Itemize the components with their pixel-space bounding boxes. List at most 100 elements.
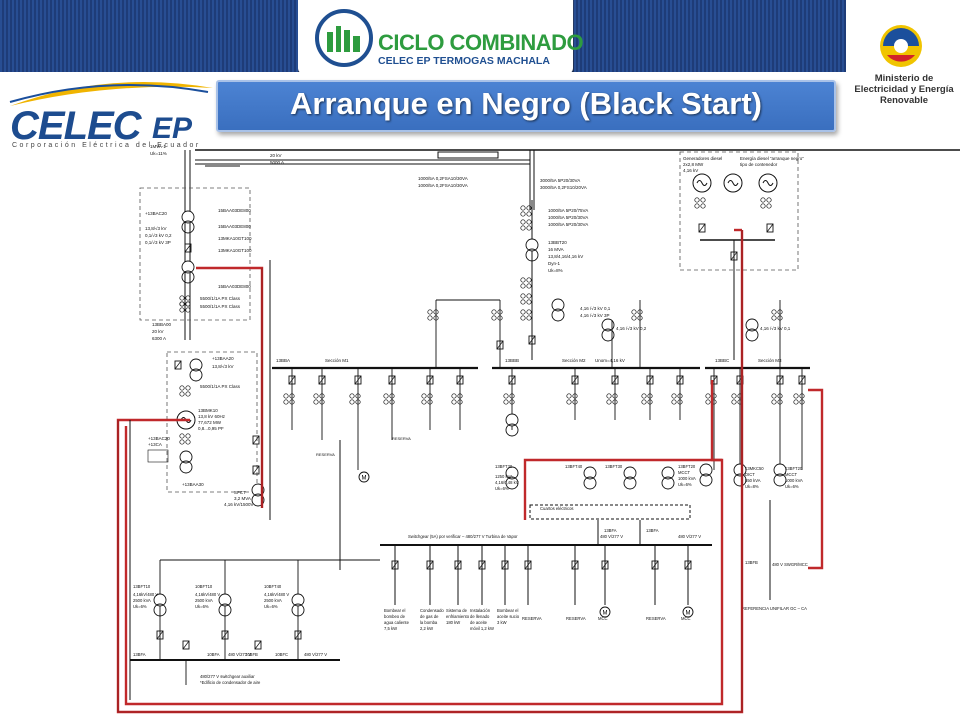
lv-switchgear-labels: Switchgear (5A) por verificar – 480/277 … — [384, 528, 701, 631]
svg-text:MCC: MCC — [598, 616, 608, 621]
main-transformer-labels: 1000/5A 0,2FSA10/30VA 1000/5A 0,2FSA10/3… — [418, 176, 791, 331]
svg-text:13BFA: 13BFA — [604, 528, 617, 533]
main-transformer-column — [520, 200, 759, 360]
svg-text:tipo de contenedor: tipo de contenedor — [740, 162, 778, 167]
svg-text:480 V/277 V: 480 V/277 V — [228, 652, 251, 657]
svg-text:MCCT: MCCT — [678, 470, 691, 475]
svg-text:13,8/√3 kV: 13,8/√3 kV — [212, 364, 233, 369]
svg-text:Generadores diesel: Generadores diesel — [683, 156, 722, 161]
svg-text:13BFT10: 13BFT10 — [133, 584, 151, 589]
svg-text:1000/5A 5P20/30VA: 1000/5A 5P20/30VA — [548, 222, 588, 227]
svg-text:15BAA03DE800: 15BAA03DE800 — [218, 224, 251, 229]
svg-text:180 kW: 180 kW — [446, 620, 460, 625]
slide-title: Arranque en Negro (Black Start) — [290, 86, 762, 121]
section-m3-feeders — [713, 300, 803, 470]
svg-text:13BBC: 13BBC — [715, 358, 730, 363]
svg-text:Unom=4,16 kV: Unom=4,16 kV — [595, 358, 625, 363]
mid-transformers — [505, 466, 675, 490]
svg-text:1250 kVA: 1250 kVA — [495, 474, 513, 479]
section-labels: 13BBA Sección M1 13BBB Sección M2 Unom=4… — [276, 358, 782, 363]
svg-text:2500 kVA: 2500 kVA — [195, 598, 213, 603]
svg-text:5000 A: 5000 A — [270, 160, 284, 165]
svg-text:13BMK10: 13BMK10 — [198, 408, 218, 413]
svg-text:+13BAC20: +13BAC20 — [148, 436, 170, 441]
svg-text:13BFT40: 13BFT40 — [565, 464, 583, 469]
svg-text:550 kVA: 550 kVA — [745, 478, 761, 483]
section-m2-feeders — [511, 300, 681, 430]
svg-text:Cuartos eléctricos: Cuartos eléctricos — [540, 506, 574, 511]
svg-text:de llenado: de llenado — [470, 614, 490, 619]
svg-text:2500 kVA: 2500 kVA — [264, 598, 282, 603]
svg-text:13BBB: 13BBB — [505, 358, 519, 363]
slide-title-box — [216, 80, 836, 132]
svg-text:Sección M1: Sección M1 — [325, 358, 349, 363]
svg-text:Uk=11%: Uk=11% — [150, 151, 167, 156]
section-m1-feeders — [291, 299, 501, 470]
ministerio-text: Ministerio de Electricidad y Energía Ren… — [854, 73, 954, 106]
section-m1-labels: RESERVA RESERVA — [316, 436, 411, 457]
svg-text:*Edificio de condensador de ai: *Edificio de condensador de aire — [200, 680, 261, 685]
svg-text:MCCT: MCCT — [785, 472, 798, 477]
svg-text:480 V/277 V: 480 V/277 V — [678, 534, 701, 539]
section-m2-devices — [503, 309, 684, 437]
right-feeder-labels: 13MKC50 DICT 550 kVA Uk=8% 13BFT20 MCCT … — [742, 466, 808, 611]
svg-text:de gas de: de gas de — [420, 614, 439, 619]
svg-text:13BBT20: 13BBT20 — [548, 240, 567, 245]
svg-text:+13CA: +13CA — [148, 442, 162, 447]
svg-text:480 V/277 V: 480 V/277 V — [304, 652, 327, 657]
svg-text:13BFA: 13BFA — [133, 652, 146, 657]
svg-text:4,16kV/480 V: 4,16kV/480 V — [195, 592, 220, 597]
svg-text:móvil 1,2 kW: móvil 1,2 kW — [470, 626, 494, 631]
celec-logo-suffix: EP — [152, 112, 193, 145]
svg-text:Bombear el: Bombear el — [497, 608, 518, 613]
svg-text:la bomba: la bomba — [420, 620, 438, 625]
svg-text:13BFT30: 13BFT30 — [495, 464, 513, 469]
svg-text:RESERVA: RESERVA — [392, 436, 411, 441]
svg-text:Switchgear (5A) por verificar: Switchgear (5A) por verificar – 480/277 … — [408, 534, 518, 539]
svg-text:13BFT30: 13BFT30 — [605, 464, 623, 469]
svg-text:4,16kV/480 V: 4,16kV/480 V — [264, 592, 289, 597]
svg-text:3000/5A 0,2FS10/20VA: 3000/5A 0,2FS10/20VA — [540, 185, 587, 190]
vertical-bus-lines — [129, 260, 771, 700]
svg-text:0,8...0,95 PF: 0,8...0,95 PF — [198, 426, 224, 431]
svg-text:13,8 kV 60Hz: 13,8 kV 60Hz — [198, 414, 226, 419]
svg-text:4,16 /√3 kV 0,1: 4,16 /√3 kV 0,1 — [580, 306, 611, 311]
svg-text:20 kV: 20 kV — [270, 153, 282, 158]
svg-text:5500/1/1A PX Class: 5500/1/1A PX Class — [200, 384, 241, 389]
black-start-path-inner — [117, 230, 743, 713]
svg-text:2500 kVA: 2500 kVA — [133, 598, 151, 603]
svg-text:4,16/0,48 kV: 4,16/0,48 kV — [495, 480, 519, 485]
svg-text:Sección M3: Sección M3 — [758, 358, 782, 363]
svg-text:1000 kVA: 1000 kVA — [678, 476, 696, 481]
lower-left-feeders — [130, 559, 380, 685]
svg-text:480/277 V switchgear auxiliar: 480/277 V switchgear auxiliar — [200, 674, 255, 679]
ministerio-emblem-icon — [880, 25, 922, 67]
svg-text:10BFT40: 10BFT40 — [264, 584, 282, 589]
svg-text:3000/5A 5P20/30VA: 3000/5A 5P20/30VA — [540, 178, 580, 183]
svg-text:bombeo de: bombeo de — [384, 614, 406, 619]
svg-text:Uk=6%: Uk=6% — [133, 604, 147, 609]
left-panel-labels: +13BAC20 13,8/√3 kV 0,1/√3 kV 0,2 0,1/√3… — [145, 144, 284, 507]
svg-text:4,16 /√3 kV 0,2: 4,16 /√3 kV 0,2 — [616, 326, 647, 331]
svg-text:Dyn-1: Dyn-1 — [548, 261, 561, 266]
svg-text:RESERVA: RESERVA — [646, 616, 666, 621]
svg-text:13BFT20: 13BFT20 — [785, 466, 803, 471]
svg-text:1000/5A 5P20/75VA: 1000/5A 5P20/75VA — [548, 208, 588, 213]
svg-text:+13BAC20: +13BAC20 — [145, 211, 167, 216]
svg-text:4,16 /√3 kV 0,1: 4,16 /√3 kV 0,1 — [760, 326, 791, 331]
svg-text:13BFT20: 13BFT20 — [678, 464, 696, 469]
svg-text:SFCT: SFCT — [234, 490, 246, 495]
celec-swoosh-icon — [9, 82, 213, 106]
svg-text:13BFB: 13BFB — [745, 560, 758, 565]
svg-text:2,2 kW: 2,2 kW — [420, 626, 433, 631]
diesel-labels: Generadores diesel 2x2,8 MW 4,16 kV Ener… — [683, 156, 804, 173]
black-start-path — [116, 228, 824, 714]
power-plant-logo-icon — [315, 9, 373, 67]
svg-text:13BFA: 13BFA — [646, 528, 659, 533]
svg-text:15BAA03DE800: 15BAA03DE800 — [218, 208, 251, 213]
svg-text:2x2,8 MW: 2x2,8 MW — [683, 162, 704, 167]
svg-text:Uk=8%: Uk=8% — [548, 268, 563, 273]
svg-text:0,1/√3 kV 3P: 0,1/√3 kV 3P — [145, 240, 171, 245]
svg-text:13,8/4,16/4,16 kV: 13,8/4,16/4,16 kV — [548, 254, 583, 259]
